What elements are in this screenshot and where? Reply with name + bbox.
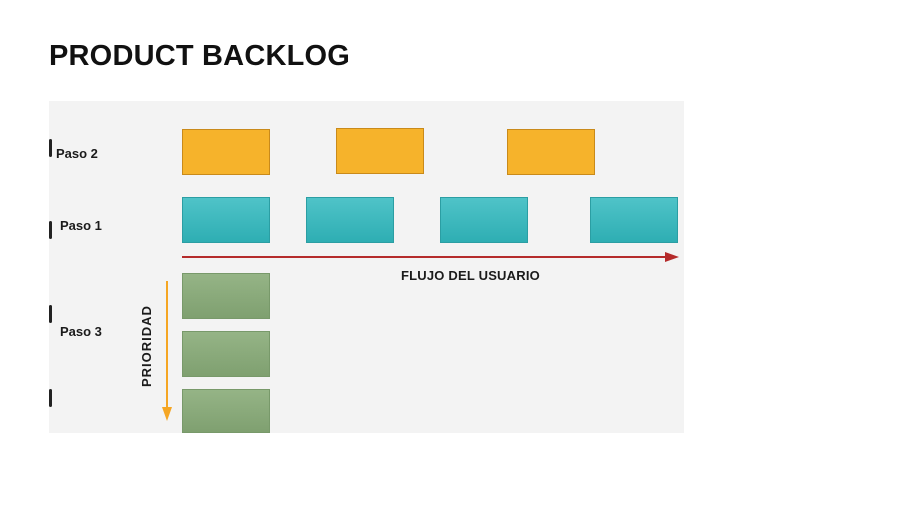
row-label-paso-1: Paso 1 — [60, 218, 102, 233]
backlog-card-paso-1 — [182, 197, 270, 243]
backlog-card-paso-1 — [440, 197, 528, 243]
backlog-card-paso-2 — [336, 128, 424, 174]
flow-arrows — [162, 252, 679, 421]
backlog-card-paso-1 — [590, 197, 678, 243]
backlog-card-paso-2 — [507, 129, 595, 175]
edge-mark — [49, 139, 52, 157]
edge-mark — [49, 305, 52, 323]
backlog-card-paso-3 — [182, 331, 270, 377]
edge-mark — [49, 389, 52, 407]
priority-arrowhead — [162, 407, 172, 421]
user-flow-label: FLUJO DEL USUARIO — [401, 268, 540, 283]
backlog-card-paso-3 — [182, 273, 270, 319]
backlog-diagram: Paso 2 Paso 1 Paso 3 FLUJO DEL USUARIO P… — [49, 101, 684, 433]
slide-title: PRODUCT BACKLOG — [49, 40, 351, 72]
backlog-card-paso-1 — [306, 197, 394, 243]
priority-label: PRIORIDAD — [139, 305, 154, 387]
user-flow-arrowhead — [665, 252, 679, 262]
row-label-paso-3: Paso 3 — [60, 324, 102, 339]
backlog-card-paso-2 — [182, 129, 270, 175]
edge-mark — [49, 221, 52, 239]
backlog-card-paso-3 — [182, 389, 270, 433]
row-label-paso-2: Paso 2 — [56, 146, 98, 161]
